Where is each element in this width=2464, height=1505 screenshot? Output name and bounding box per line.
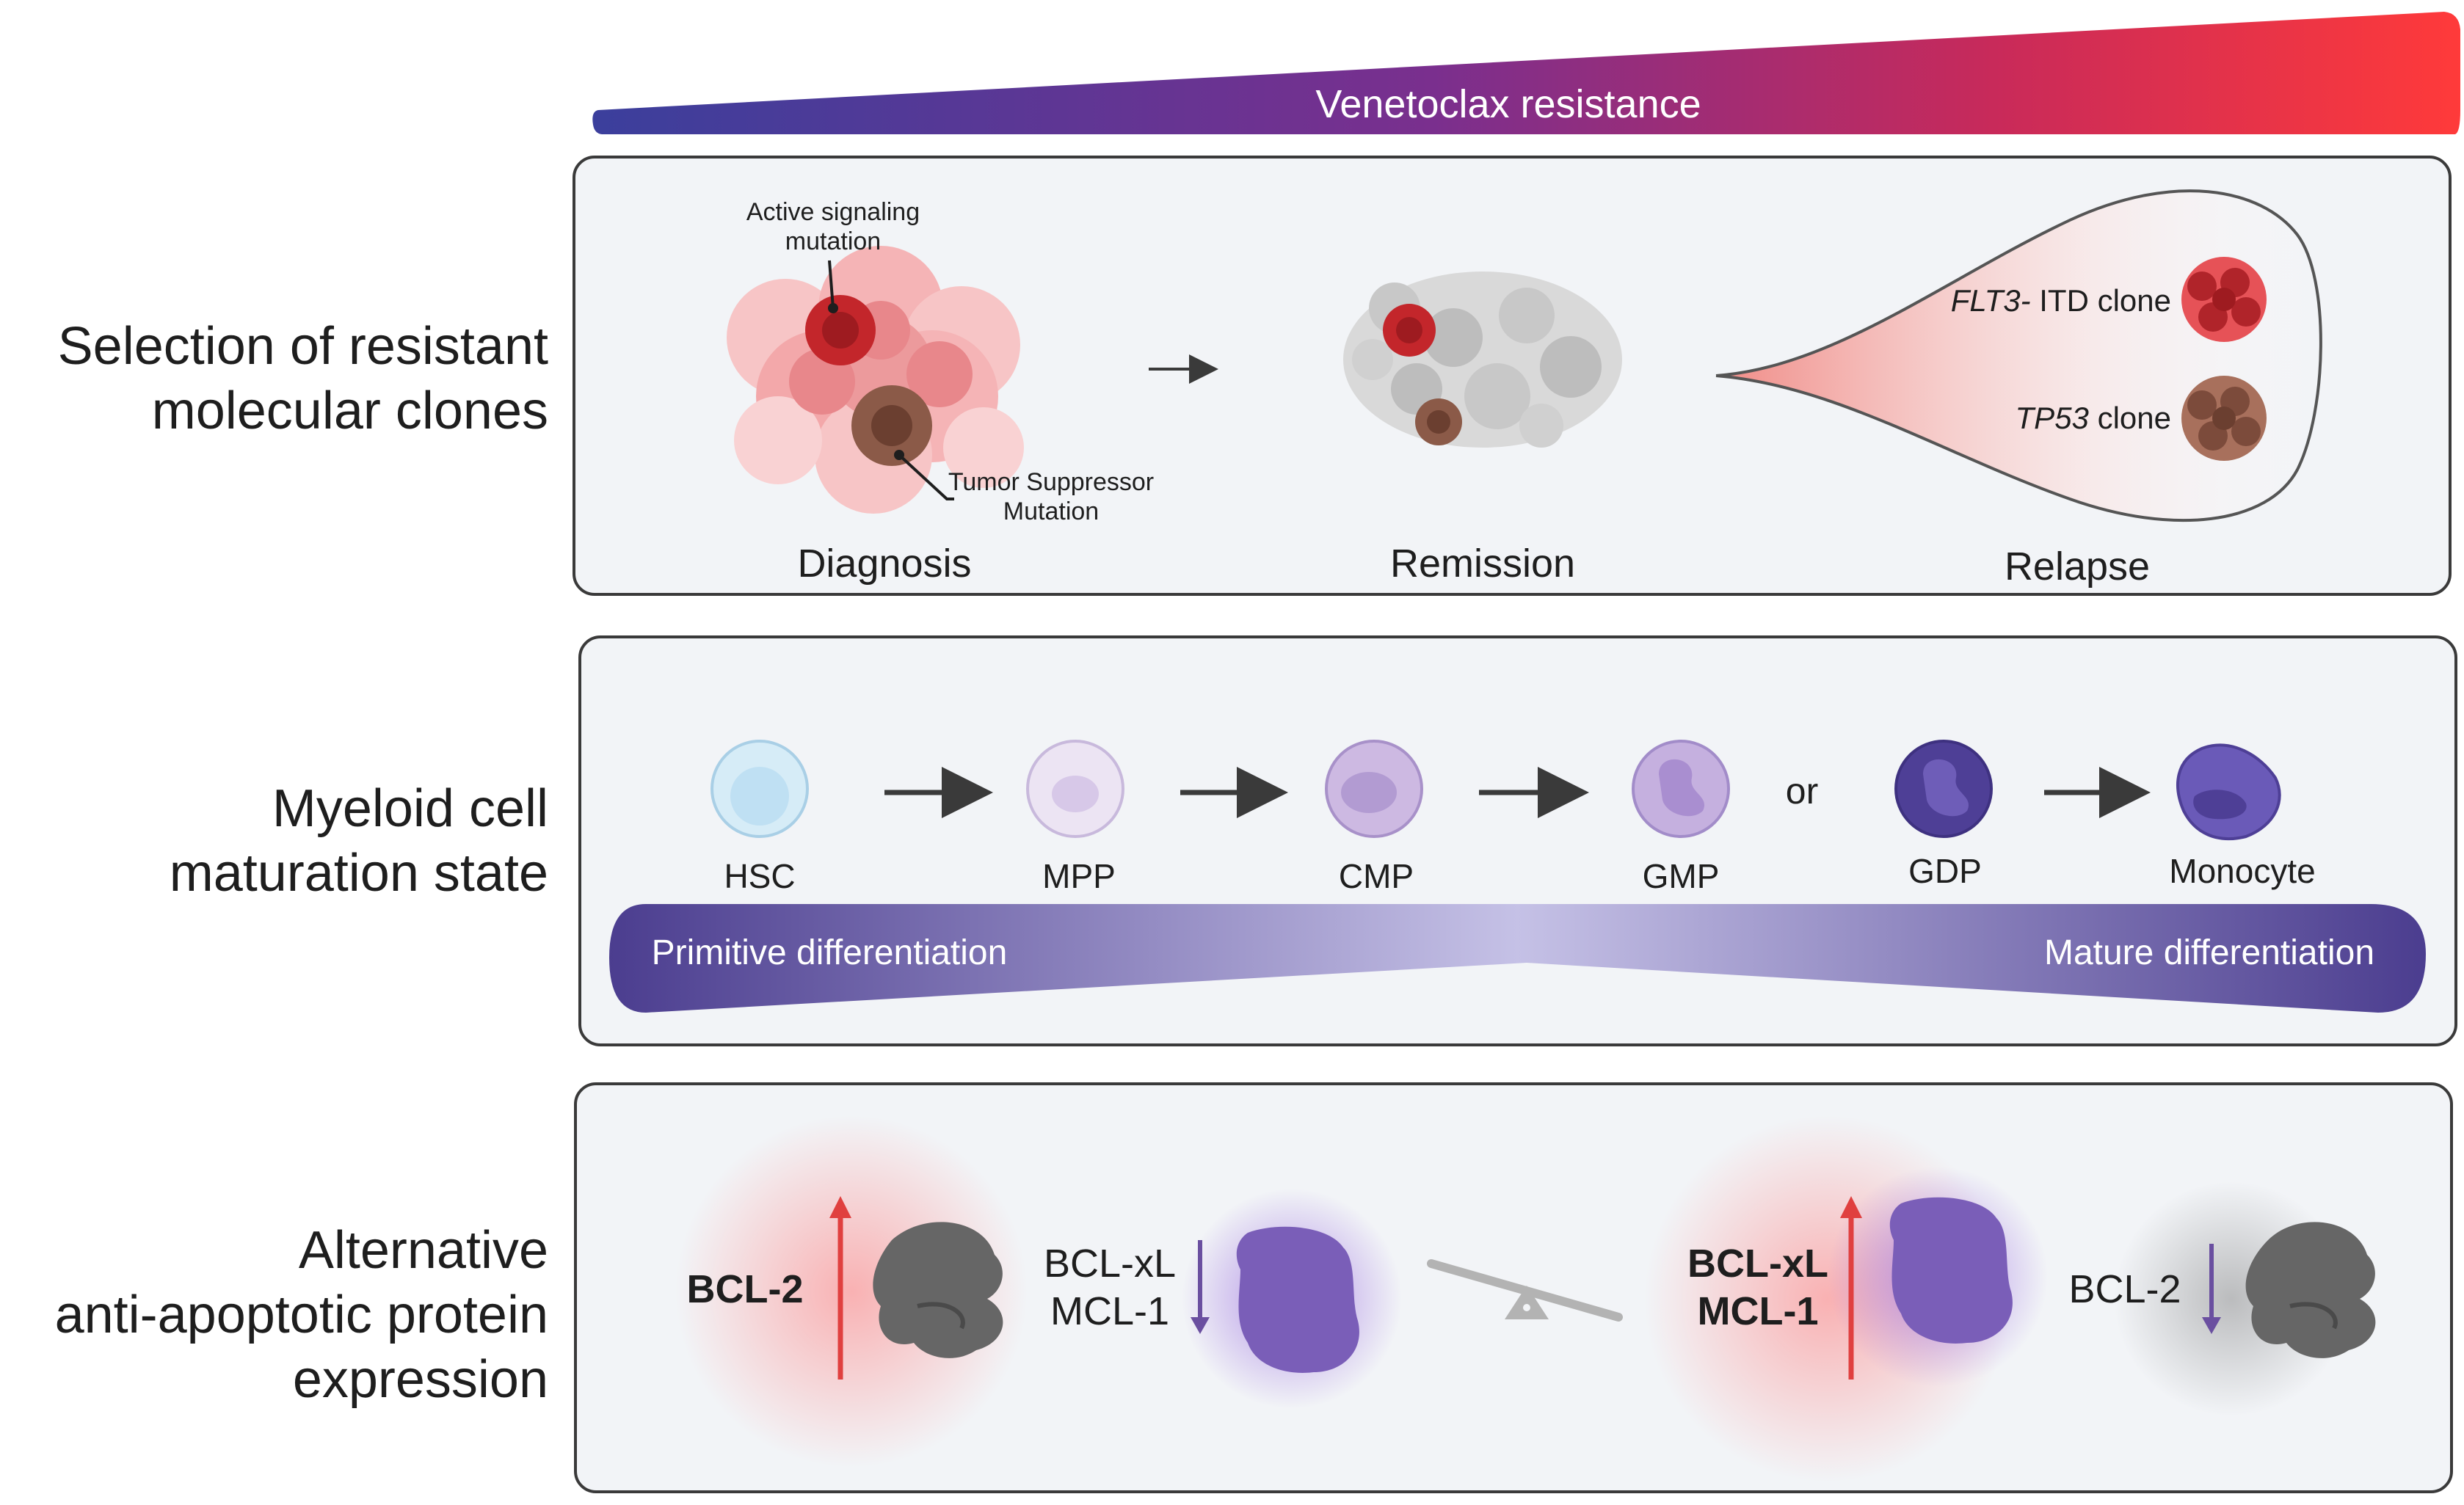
hsc-cell <box>711 740 809 838</box>
gmp-cell <box>1632 740 1730 838</box>
annotation-active-line1: Active signaling <box>746 198 920 226</box>
cell-label-hsc: HSC <box>724 857 795 895</box>
bcl2-protein-right <box>2245 1222 2376 1358</box>
left-down-label-line2: MCL-1 <box>1050 1289 1169 1333</box>
maturation-label-line1: Myeloid cell <box>272 779 548 838</box>
left-down-label-line1: BCL-xL <box>1044 1242 1176 1286</box>
cmp-cell <box>1325 740 1423 838</box>
row-label-protein: Alternative anti-apoptotic protein expre… <box>55 1218 548 1412</box>
or-text: or <box>1786 770 1818 812</box>
seesaw-icon <box>1427 1259 1623 1322</box>
right-up-label-line1: BCL-xL <box>1687 1242 1828 1286</box>
protein-label-line2: anti-apoptotic protein <box>54 1286 548 1344</box>
tumor-mutation-pointer <box>898 453 954 500</box>
mpp-cell <box>1026 740 1124 838</box>
resistance-gradient-banner <box>592 12 2461 134</box>
bclxl-mcl1-protein-left <box>1236 1226 1359 1373</box>
relapse-outline <box>1715 189 2322 522</box>
remission-cell-cluster <box>1343 272 1622 448</box>
selection-label-line2: molecular clones <box>151 382 548 440</box>
stage-relapse: Relapse <box>2005 544 2150 588</box>
cell-label-monocyte: Monocyte <box>2169 852 2315 890</box>
selection-label-line1: Selection of resistant <box>57 317 548 376</box>
protein-label-line1: Alternative <box>298 1221 548 1280</box>
banner-label: Venetoclax resistance <box>1315 82 1701 126</box>
relapse-expansion-shape <box>1716 191 2321 521</box>
tp53-rest: clone <box>2089 401 2171 435</box>
tp53-gene: TP53 <box>2016 401 2089 435</box>
cell-label-cmp: CMP <box>1339 857 1414 895</box>
flt3-gene: FLT3- <box>1951 283 2031 318</box>
tp53-clone-cells <box>2181 376 2267 461</box>
monocyte-cell <box>2176 743 2281 841</box>
left-up-label: BCL-2 <box>687 1267 804 1311</box>
stage-diagnosis: Diagnosis <box>797 542 971 586</box>
bcl2-protein-left <box>873 1222 1003 1358</box>
row-label-maturation: Myeloid cell maturation state <box>170 776 548 905</box>
right-up-label-line2: MCL-1 <box>1698 1289 1819 1333</box>
protein-label-line3: expression <box>292 1350 548 1409</box>
flt3-clone-label: FLT3- ITD clone <box>1951 283 2171 318</box>
maturation-label-line2: maturation state <box>169 844 548 903</box>
annotation-tumor-line2: Mutation <box>1003 498 1099 525</box>
annotation-tumor-line1: Tumor Suppressor <box>948 468 1154 496</box>
flt3-rest: ITD clone <box>2031 283 2171 318</box>
differentiation-gradient-bar <box>609 904 2426 1013</box>
cell-label-mpp: MPP <box>1042 857 1116 895</box>
stage-remission: Remission <box>1390 542 1575 586</box>
left-red-glow <box>675 1115 1028 1468</box>
diagnosis-cell-cluster <box>727 246 1024 514</box>
cell-label-gdp: GDP <box>1908 852 1982 890</box>
right-down-label: BCL-2 <box>2068 1267 2181 1311</box>
flt3-clone-cells <box>2181 257 2267 342</box>
gdp-cell <box>1894 740 1993 838</box>
tp53-clone-label: TP53 clone <box>2016 401 2171 435</box>
row-label-selection: Selection of resistant molecular clones <box>58 314 548 443</box>
bclxl-mcl1-protein-right <box>1889 1197 2013 1344</box>
mature-differentiation-label: Mature differentiation <box>2044 933 2374 972</box>
primitive-differentiation-label: Primitive differentiation <box>652 933 1008 972</box>
cell-label-gmp: GMP <box>1643 857 1720 895</box>
annotation-active-line2: mutation <box>785 227 881 255</box>
active-mutation-pointer <box>828 260 835 309</box>
